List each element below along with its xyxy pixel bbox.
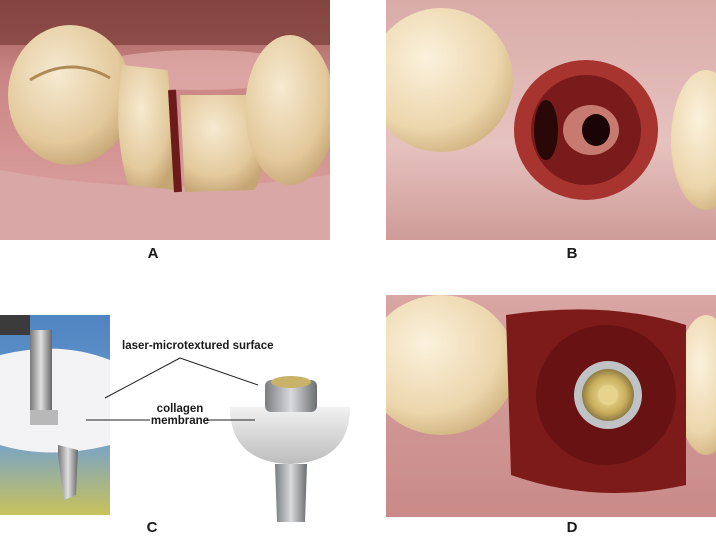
panel-label-c: C [146, 519, 158, 536]
extraction-socket-photo [386, 0, 716, 240]
panel-label-b: B [566, 245, 578, 262]
photo-panel-c [0, 315, 110, 515]
panel-label-a: A [147, 245, 159, 262]
photo-panel-b [386, 0, 716, 240]
implant-in-socket-photo [386, 295, 716, 517]
panel-label-d: D [566, 519, 578, 536]
implant-on-membrane-photo [0, 315, 110, 515]
photo-panel-a [0, 0, 330, 240]
photo-panel-d [386, 295, 716, 517]
annotation-membrane-line2: membrane [150, 415, 210, 427]
annotation-membrane-line1: collagen [156, 403, 204, 415]
fractured-tooth-photo [0, 0, 330, 240]
implant-render [215, 372, 365, 522]
annotation-membrane: collagen membrane [150, 403, 210, 427]
annotation-surface: laser-microtextured surface [122, 340, 274, 352]
